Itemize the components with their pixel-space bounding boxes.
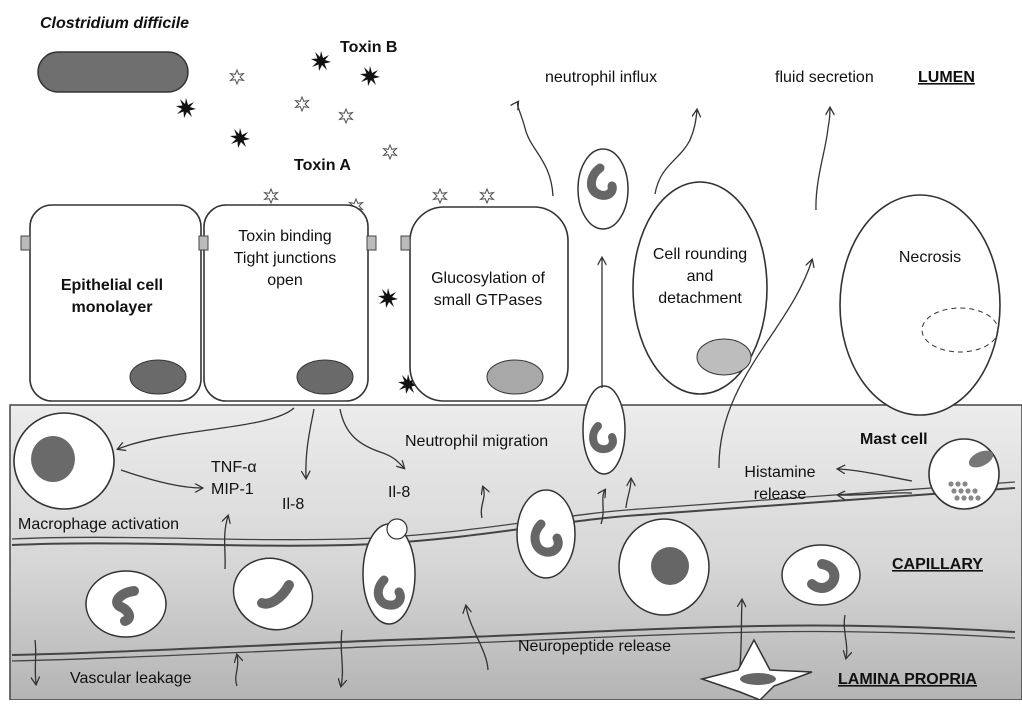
rounding-label-2: and [687, 268, 714, 285]
histamine-label-2: release [754, 486, 807, 503]
epithelial-label-2: monolayer [72, 299, 153, 316]
lamina-propria-label: LAMINA PROPRIA [838, 671, 977, 688]
neutrophil-lumen [578, 149, 628, 229]
il8-right-label: Il-8 [388, 484, 410, 501]
neutrophil-tissue-1 [517, 490, 575, 578]
glucosylation-label-2: small GTPases [434, 292, 542, 309]
tnf-label: TNF-α [211, 459, 257, 476]
neutrophil-migration-label: Neutrophil migration [405, 433, 548, 450]
toxin-a-label: Toxin A [294, 157, 351, 174]
rounding-label-1: Cell rounding [653, 246, 747, 263]
organism-label: Clostridium difficile [40, 15, 189, 32]
nucleus [130, 360, 186, 394]
nucleus [297, 360, 353, 394]
neuropeptide-release-label: Neuropeptide release [518, 638, 671, 655]
glucosylation-label-1: Glucosylation of [431, 270, 545, 287]
neutrophil-influx-label: neutrophil influx [545, 69, 657, 86]
macrophage-activation-label: Macrophage activation [18, 516, 179, 533]
neutrophil-capillary-1 [86, 571, 166, 637]
nucleus [31, 436, 75, 482]
vascular-leakage-label: Vascular leakage [70, 670, 192, 687]
il8-left-label: Il-8 [282, 496, 304, 513]
neutrophil-capillary-3 [619, 519, 709, 615]
bacterium-icon [38, 52, 188, 92]
nucleus [697, 339, 751, 375]
toxin-binding-label-1: Toxin binding [238, 228, 331, 245]
neutrophil-capillary-4 [782, 545, 860, 605]
necrosis-label: Necrosis [899, 249, 961, 266]
neutrophil-migrating [583, 386, 625, 474]
toxin-b-label: Toxin B [340, 39, 397, 56]
fluid-secretion-label: fluid secretion [775, 69, 874, 86]
mip-label: MIP-1 [211, 481, 254, 498]
necrotic-cell [840, 195, 1000, 415]
toxin-binding-label-3: open [267, 272, 303, 289]
rounding-label-3: detachment [658, 290, 742, 307]
histamine-label-1: Histamine [744, 464, 815, 481]
nucleus [487, 360, 543, 394]
capillary-label: CAPILLARY [892, 556, 983, 573]
toxin-binding-label-2: Tight junctions [234, 250, 337, 267]
lumen-label: LUMEN [918, 69, 975, 86]
mast-cell-label: Mast cell [860, 431, 928, 448]
epithelial-label-1: Epithelial cell [61, 277, 163, 294]
